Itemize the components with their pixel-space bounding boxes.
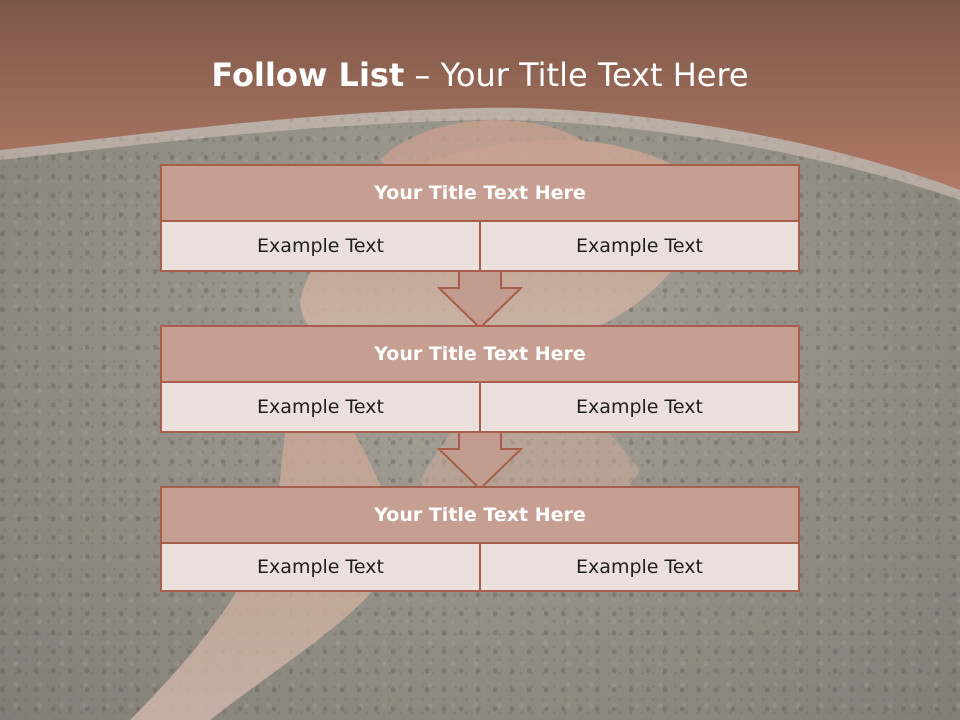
block-cell-left: Example Text (162, 383, 479, 431)
block-title: Your Title Text Here (162, 327, 798, 383)
block-row: Example Text Example Text (162, 544, 798, 590)
title-bold: Follow List (211, 56, 405, 94)
block-row: Example Text Example Text (162, 383, 798, 431)
block-cell-right: Example Text (479, 222, 798, 270)
list-block-2: Your Title Text Here Example Text Exampl… (160, 325, 800, 433)
block-cell-right: Example Text (479, 544, 798, 590)
down-arrow-icon (437, 270, 523, 330)
block-row: Example Text Example Text (162, 222, 798, 270)
title-rest: – Your Title Text Here (404, 56, 749, 94)
slide-title: Follow List – Your Title Text Here (0, 52, 960, 98)
list-block-1: Your Title Text Here Example Text Exampl… (160, 164, 800, 272)
block-title: Your Title Text Here (162, 488, 798, 544)
block-cell-right: Example Text (479, 383, 798, 431)
block-cell-left: Example Text (162, 544, 479, 590)
block-cell-left: Example Text (162, 222, 479, 270)
block-title: Your Title Text Here (162, 166, 798, 222)
header-band (0, 0, 960, 200)
list-block-3: Your Title Text Here Example Text Exampl… (160, 486, 800, 592)
down-arrow-icon (437, 431, 523, 491)
